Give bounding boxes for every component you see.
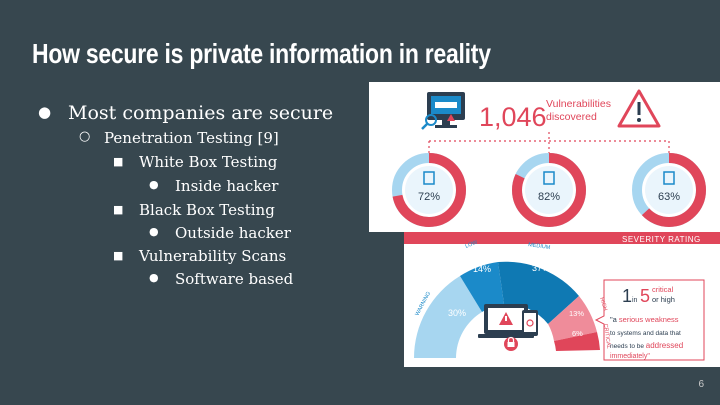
bullet-text: Black Box Testing: [139, 201, 275, 219]
gauge-center: [525, 166, 573, 214]
bullet-marker: ○: [79, 129, 91, 144]
gauges: 72%included application tests 82%of appli…: [392, 153, 706, 238]
vulnerability-stats-graphic: 1,046 Vulnerabilities discovered 72%incl…: [392, 89, 706, 238]
severity-name-critical: CRITICAL: [602, 323, 611, 349]
bullet-marker: ■: [113, 155, 124, 168]
gauge-fill: [512, 153, 586, 227]
vulnerabilities-count: 1,046: [479, 102, 547, 132]
gauge-2: 82%of application tests were authenticat…: [502, 153, 596, 238]
ratio-label: critical: [652, 285, 674, 294]
ratio-one: 1: [622, 286, 632, 306]
gauge-center: [405, 166, 453, 214]
bullet-marker: ●: [149, 178, 159, 191]
quote-segment: "a: [610, 315, 619, 324]
severity-rating-graphic: SEVERITY RATING 30% 14% 37% 13% 6% WARNI…: [404, 232, 720, 361]
gauge-1: 72%included application tests: [392, 153, 466, 238]
gauge-fill: [392, 153, 466, 227]
quote-line: to systems and data that: [610, 330, 681, 337]
bullet-marker: ●: [149, 271, 159, 284]
severity-heading: SEVERITY RATING: [622, 235, 701, 244]
ratio-five: 5: [640, 286, 650, 306]
gauge-symbol-icon: [423, 171, 435, 185]
warning-triangle-icon: [617, 89, 661, 128]
vulnerability-stats-panel: 1,046 Vulnerabilities discovered 72%incl…: [369, 82, 720, 238]
slide-title: How secure is private information in rea…: [32, 38, 491, 69]
severity-segment-critical: [554, 332, 600, 351]
severity-value-medium: 37%: [532, 263, 550, 273]
quote-line: needs to be addressed: [610, 341, 683, 350]
quote-segment: needs to be: [610, 343, 646, 350]
severity-value-high: 13%: [569, 309, 584, 318]
quote-highlight: serious weakness: [619, 315, 679, 324]
bullet-marker: ●: [38, 103, 52, 121]
severity-rating-panel: SEVERITY RATING 30% 14% 37% 13% 6% WARNI…: [404, 232, 720, 367]
gauge-symbol-icon: [663, 171, 675, 185]
bullet-text: Software based: [175, 270, 294, 288]
monitor-warning-icon: [421, 92, 465, 130]
quote-line: "a serious weakness: [610, 315, 679, 324]
bullet-text: Most companies are secure: [68, 102, 334, 124]
bullet-text: White Box Testing: [139, 153, 278, 171]
gauge-value: 82%: [538, 191, 560, 203]
bullet-marker: ■: [113, 249, 124, 262]
severity-value-warning: 30%: [448, 308, 466, 318]
devices-icon: [478, 304, 538, 351]
bullet-marker: ●: [149, 225, 159, 238]
ratio-in: in: [632, 297, 638, 304]
severity-value-low: 14%: [473, 264, 491, 274]
bullet-text: Penetration Testing [9]: [104, 129, 279, 147]
severity-value-critical: 6%: [572, 329, 583, 338]
severity-segment-high: [548, 296, 597, 341]
ratio-label: or high: [652, 295, 675, 304]
severity-name-low: LOW: [465, 239, 480, 250]
severity-name-medium: MEDIUM: [528, 242, 551, 251]
bullet-text: Outside hacker: [175, 224, 291, 242]
severity-segment-low: [460, 262, 504, 312]
vulnerabilities-label: discovered: [546, 111, 597, 123]
gauge-value: 72%: [418, 191, 440, 203]
gauge-3: 63%included infrastructure tests: [632, 153, 706, 238]
bullet-text: Vulnerability Scans: [139, 247, 287, 265]
vulnerabilities-label: Vulnerabilities: [546, 98, 611, 110]
bullet-marker: ■: [113, 203, 124, 216]
quote-highlight: addressed: [646, 341, 683, 350]
severity-name-high: HIGH: [598, 297, 608, 312]
bullet-text: Inside hacker: [175, 177, 279, 195]
gauge-center: [645, 166, 693, 214]
severity-segment-warning: [414, 276, 482, 358]
quote-line: immediately": [610, 353, 650, 360]
gauge-fill: [632, 153, 706, 227]
page-number: 6: [698, 379, 704, 390]
gauge-value: 63%: [658, 191, 680, 203]
gauge-symbol-icon: [543, 171, 555, 185]
severity-segment-medium: [498, 261, 579, 324]
